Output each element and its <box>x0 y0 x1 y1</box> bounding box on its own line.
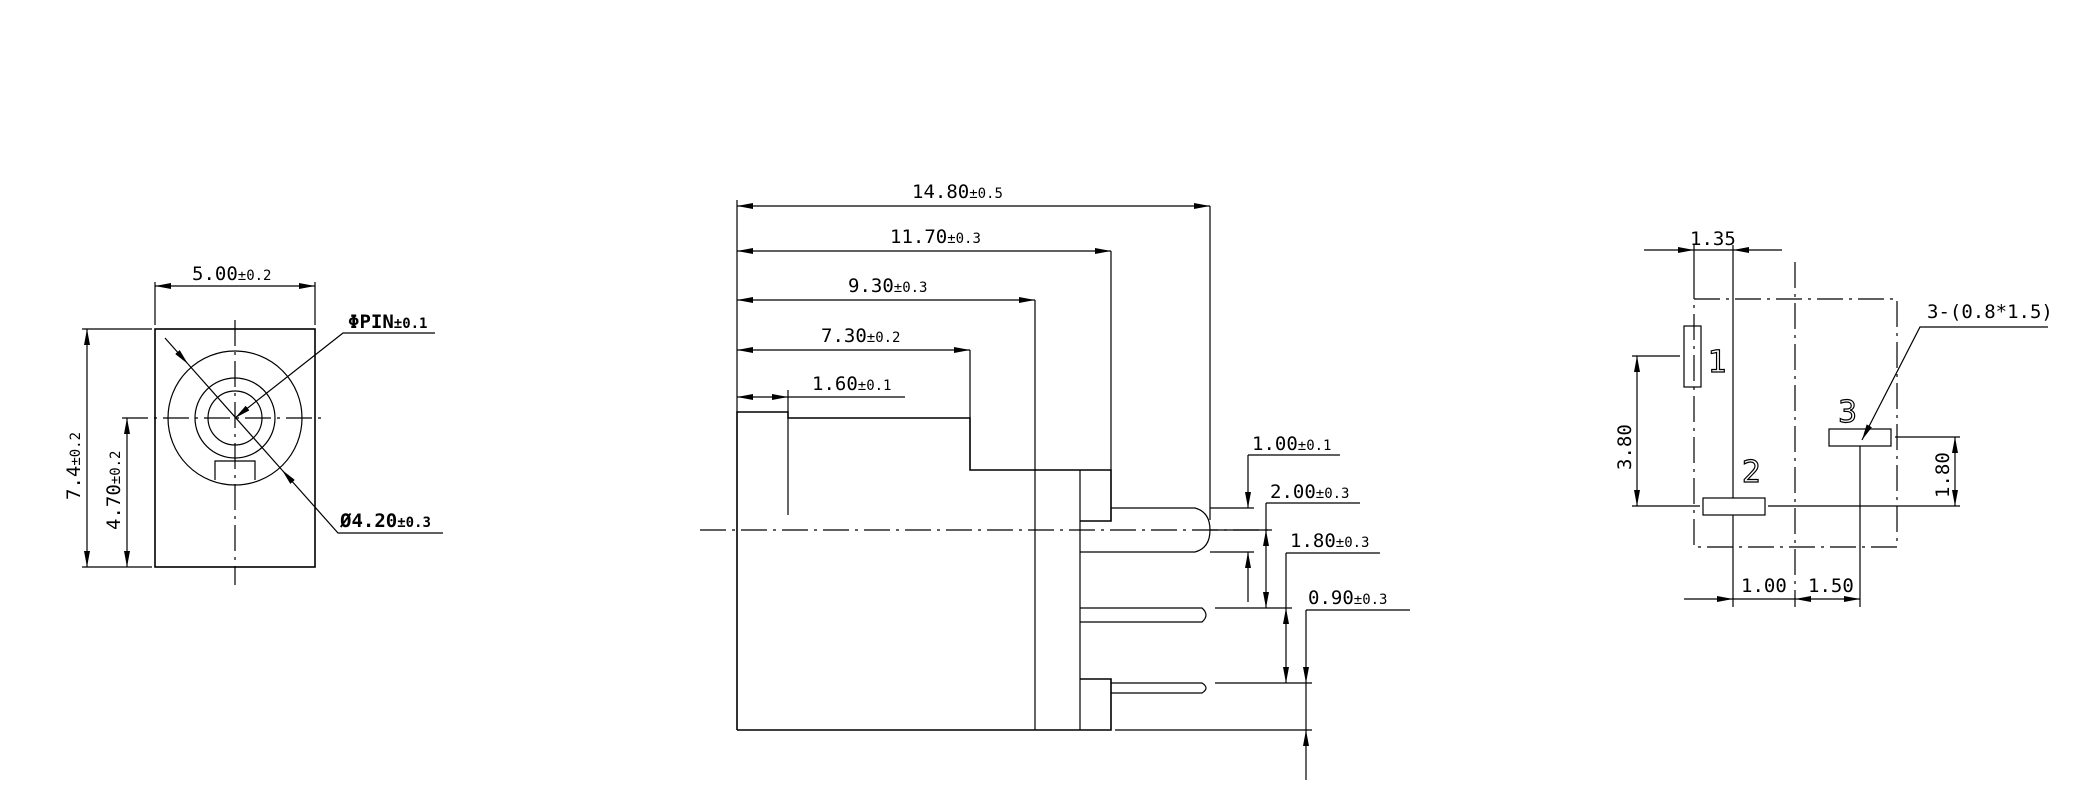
dim-top-label: 1.35 <box>1690 228 1736 250</box>
outer-diameter-label: Ø4.20±0.3 <box>339 510 431 532</box>
dim-right-label: 1.80 <box>1932 452 1954 498</box>
length-7-30-label: 7.30±0.2 <box>821 325 900 347</box>
dim-bottom-1-label: 1.00 <box>1741 575 1787 597</box>
pin-leader <box>234 332 435 419</box>
side-view: 14.80±0.5 11.70±0.3 9.30±0.3 7.30±0.2 1.… <box>700 181 1410 780</box>
height-label: 7.4±0.2 <box>63 432 85 500</box>
center-height-label: 4.70±0.2 <box>103 451 125 530</box>
pcb-footprint: 1 2 3 1.35 3.80 1.80 1.00 1.50 3-(0.8*1.… <box>1614 228 2053 607</box>
pin-2 <box>1080 607 1207 623</box>
pin-offset-label: 0.90±0.3 <box>1308 587 1387 609</box>
length-11-70-label: 11.70±0.3 <box>890 226 981 248</box>
pin-spacing-1-label: 2.00±0.3 <box>1270 481 1349 503</box>
total-length-label: 14.80±0.5 <box>912 181 1003 203</box>
dim-left-label: 3.80 <box>1614 424 1636 470</box>
footprint-outline <box>1693 298 1898 548</box>
pad-note-leader <box>1861 326 2048 441</box>
pad-1-label: 1 <box>1708 345 1727 380</box>
front-view: 5.00±0.2 7.4±0.2 4.70±0.2 ΦPIN±0.1 Ø4.20… <box>63 263 443 585</box>
pin-3 <box>1111 682 1207 694</box>
pad-2 <box>1702 497 1766 516</box>
width-label: 5.00±0.2 <box>192 263 271 285</box>
pin-spacing-2-label: 1.80±0.3 <box>1290 530 1369 552</box>
pin-thickness-label: 1.00±0.1 <box>1252 433 1331 455</box>
body-outline <box>736 411 1112 731</box>
pad-2-label: 2 <box>1742 455 1761 490</box>
pad-3-label: 3 <box>1838 395 1857 430</box>
length-1-60-label: 1.60±0.1 <box>812 373 891 395</box>
pin-diameter-label: ΦPIN±0.1 <box>348 311 427 333</box>
pad-3 <box>1828 428 1892 447</box>
length-9-30-label: 9.30±0.3 <box>848 275 927 297</box>
pad-1 <box>1683 325 1702 388</box>
pad-note-label: 3-(0.8*1.5) <box>1927 301 2053 323</box>
dim-bottom-2-label: 1.50 <box>1808 575 1854 597</box>
diameter-leader <box>281 469 443 534</box>
